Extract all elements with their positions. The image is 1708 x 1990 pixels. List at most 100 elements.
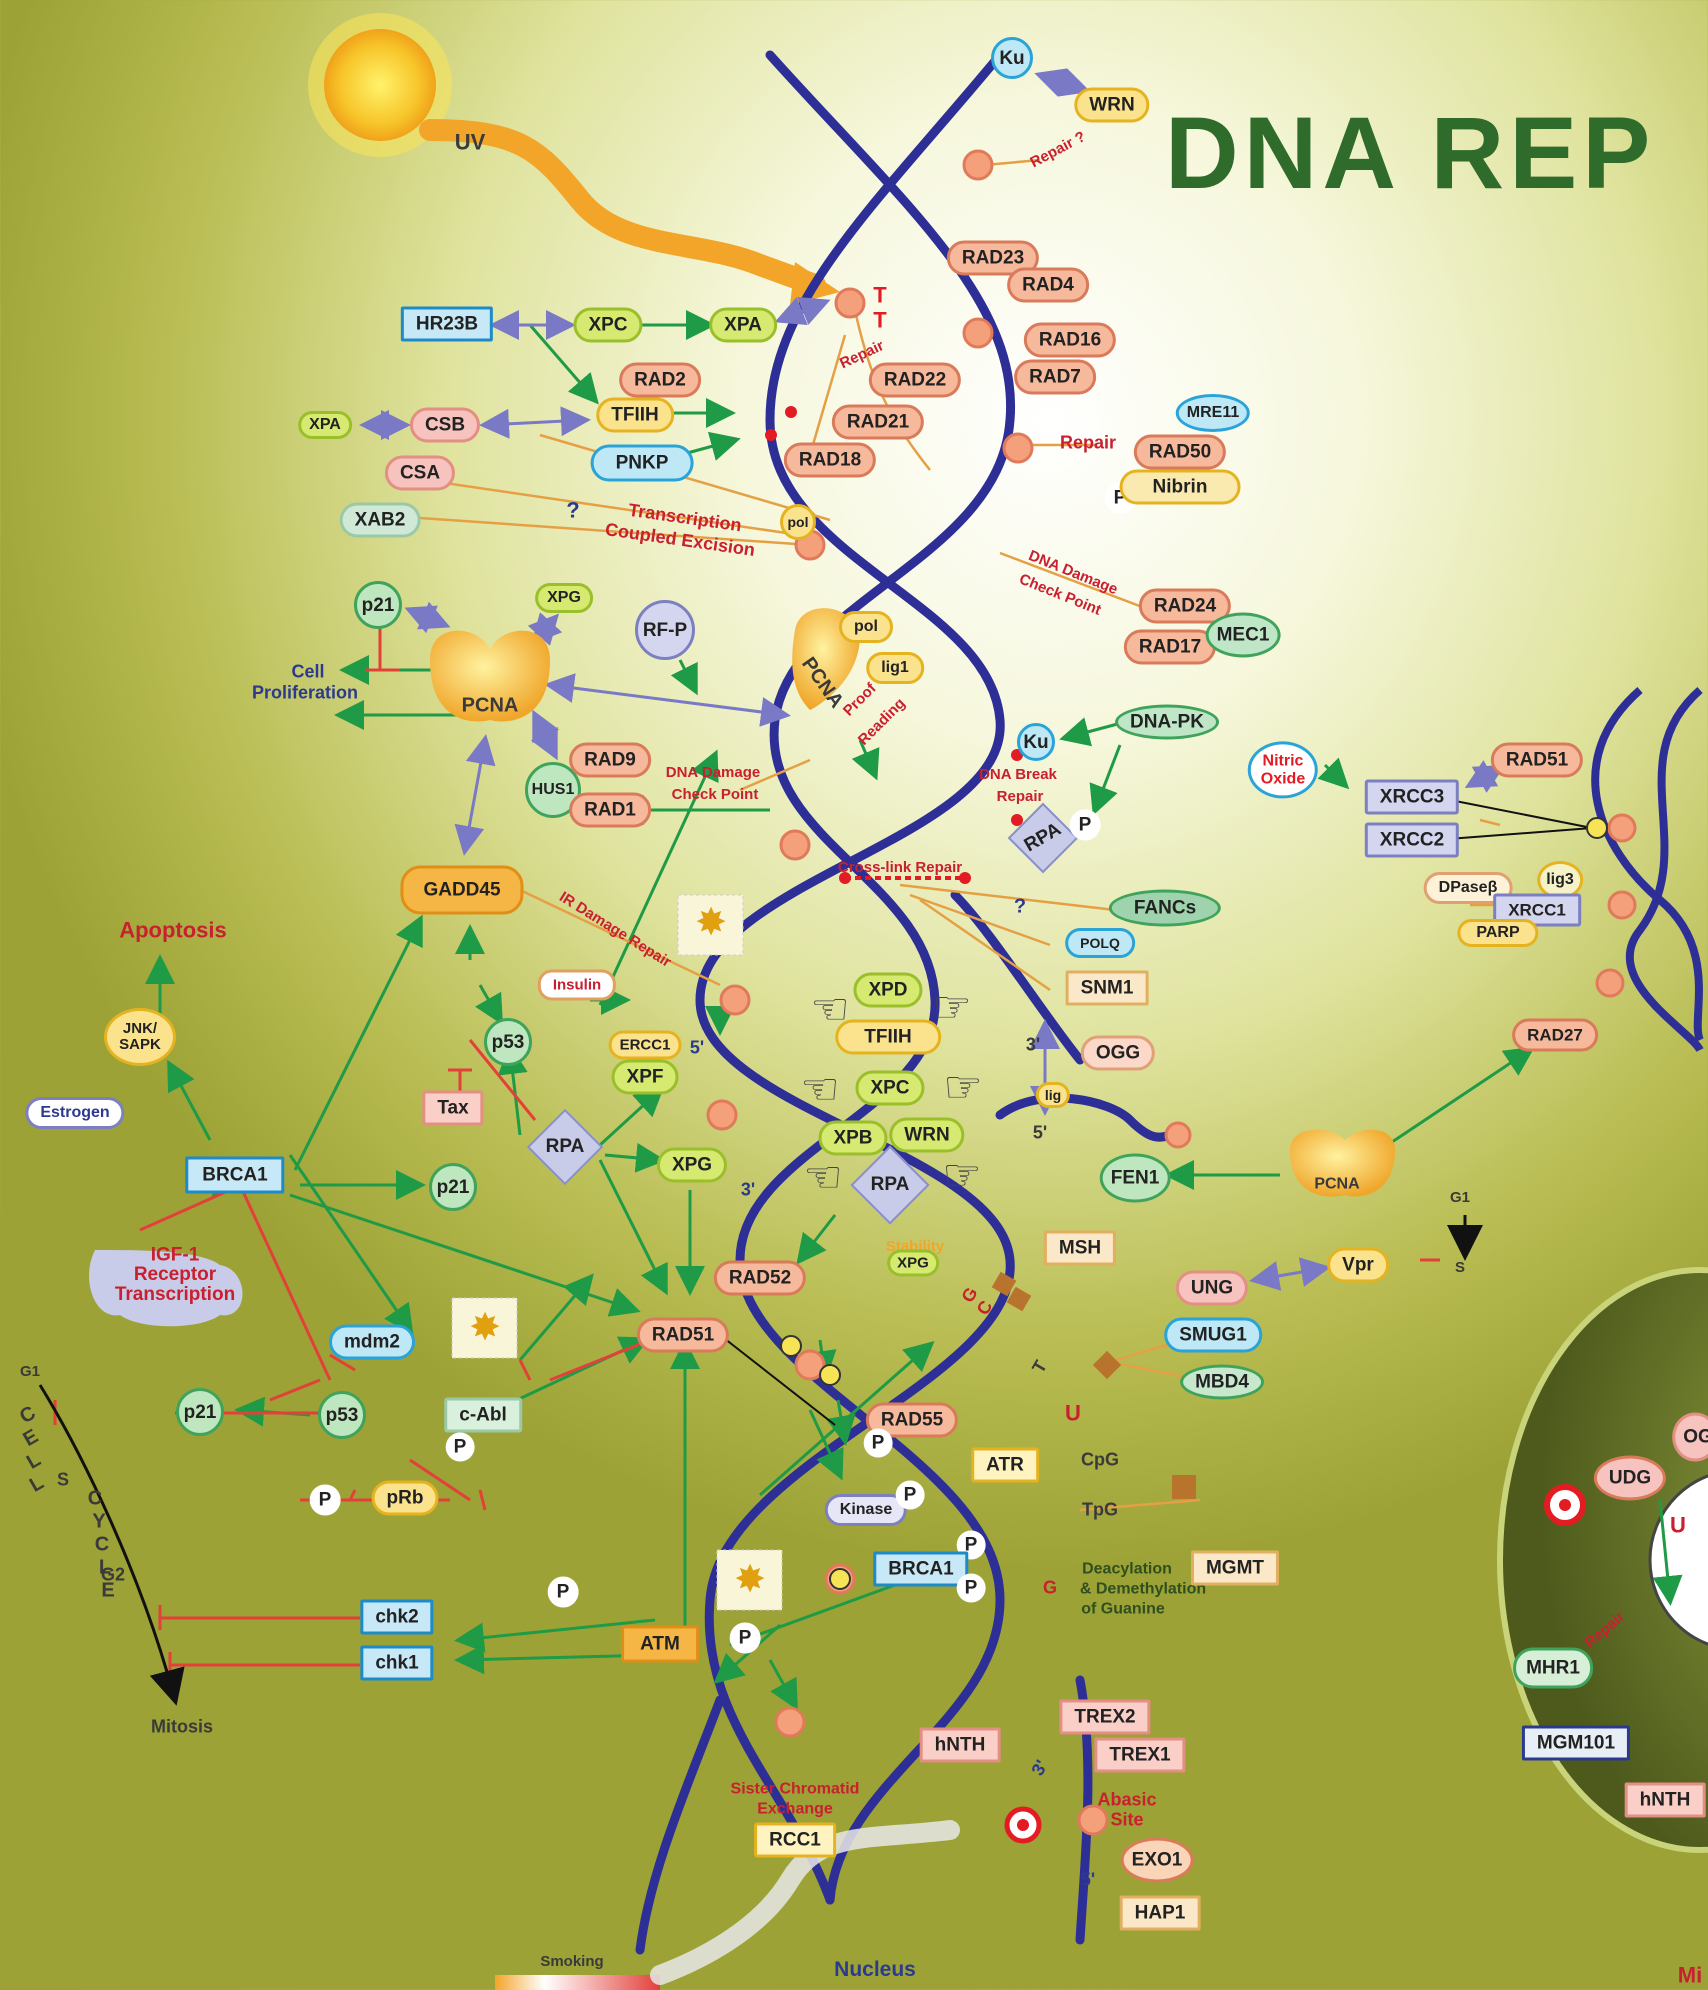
mhr1-node[interactable]: MHR1 — [1513, 1647, 1593, 1689]
p53-node-low[interactable]: p53 — [318, 1391, 366, 1439]
p-atm: P — [547, 1576, 579, 1608]
xpc-node-mid[interactable]: XPC — [855, 1070, 925, 1106]
mec1-node[interactable]: MEC1 — [1205, 612, 1281, 658]
rad51-node-right[interactable]: RAD51 — [1490, 742, 1584, 778]
pol-node-top[interactable]: pol — [780, 504, 816, 540]
mitosis-label: Mitosis — [150, 1716, 214, 1737]
chk1-node[interactable]: chk1 — [360, 1645, 434, 1681]
rad22-node[interactable]: RAD22 — [868, 362, 962, 398]
brca1-node[interactable]: BRCA1 — [185, 1156, 285, 1194]
fancs-node[interactable]: FANCs — [1108, 889, 1222, 927]
chk2-node[interactable]: chk2 — [360, 1599, 434, 1635]
atr-node[interactable]: ATR — [971, 1447, 1039, 1483]
msh-node[interactable]: MSH — [1043, 1230, 1117, 1266]
mre11-node[interactable]: MRE11 — [1175, 394, 1251, 432]
tax-node[interactable]: Tax — [422, 1090, 484, 1126]
rad55-node[interactable]: RAD55 — [865, 1402, 959, 1438]
polq-node[interactable]: POLQ — [1065, 928, 1135, 958]
gadd45-node[interactable]: GADD45 — [400, 865, 524, 915]
xpg-node-mid[interactable]: XPG — [656, 1147, 728, 1183]
csa-node[interactable]: CSA — [384, 455, 456, 491]
mdm2-node[interactable]: mdm2 — [329, 1324, 415, 1360]
p53-node-top[interactable]: p53 — [484, 1018, 532, 1066]
xrcc3-node[interactable]: XRCC3 — [1364, 779, 1460, 815]
wrn-node-top[interactable]: WRN — [1074, 87, 1150, 123]
lig1-node[interactable]: lig1 — [866, 652, 924, 684]
ku-node-top[interactable]: Ku — [991, 37, 1033, 79]
pol-node-mid[interactable]: pol — [839, 611, 893, 643]
ercc1-node[interactable]: ERCC1 — [608, 1030, 682, 1060]
ung-node[interactable]: UNG — [1175, 1270, 1249, 1306]
rad1-node[interactable]: RAD1 — [569, 792, 651, 828]
rad17-node[interactable]: RAD17 — [1123, 629, 1217, 665]
mgmt-node[interactable]: MGMT — [1190, 1550, 1280, 1586]
rad50-node[interactable]: RAD50 — [1133, 434, 1227, 470]
kinase-node[interactable]: Kinase — [824, 1494, 908, 1526]
xpa-node-top[interactable]: XPA — [709, 307, 777, 343]
lig-node[interactable]: lig — [1035, 1082, 1071, 1108]
fen1-node[interactable]: FEN1 — [1099, 1153, 1171, 1203]
rad52-node[interactable]: RAD52 — [713, 1260, 807, 1296]
rad7-node[interactable]: RAD7 — [1014, 359, 1096, 395]
hnth-node-right[interactable]: hNTH — [1624, 1782, 1706, 1818]
xrcc2-node[interactable]: XRCC2 — [1364, 822, 1460, 858]
xpc-node-top[interactable]: XPC — [573, 307, 643, 343]
insulin-node[interactable]: Insulin — [537, 969, 617, 1001]
exo1-node[interactable]: EXO1 — [1120, 1837, 1194, 1883]
smug1-node[interactable]: SMUG1 — [1164, 1317, 1262, 1353]
p21-node-top[interactable]: p21 — [354, 581, 402, 629]
ku-node-mid[interactable]: Ku — [1017, 723, 1055, 761]
xpf-node[interactable]: XPF — [611, 1059, 679, 1095]
hnth-node-mid[interactable]: hNTH — [919, 1727, 1001, 1763]
rad9-node[interactable]: RAD9 — [569, 742, 651, 778]
sister-chromatid-label: Sister Chromatid — [730, 1780, 860, 1798]
rcc1-node[interactable]: RCC1 — [754, 1822, 836, 1858]
p21-node-low[interactable]: p21 — [176, 1388, 224, 1436]
rad24-node[interactable]: RAD24 — [1138, 588, 1232, 624]
rad27-node[interactable]: RAD27 — [1512, 1018, 1598, 1052]
udg-node[interactable]: UDG — [1593, 1455, 1667, 1501]
hus1-node[interactable]: HUS1 — [525, 762, 581, 818]
trex1-node[interactable]: TREX1 — [1094, 1737, 1186, 1773]
trex2-node[interactable]: TREX2 — [1059, 1699, 1151, 1735]
prb-node[interactable]: pRb — [371, 1480, 439, 1516]
cabl-node[interactable]: c-Abl — [444, 1397, 522, 1433]
rad18-node[interactable]: RAD18 — [783, 442, 877, 478]
pnkp-node[interactable]: PNKP — [590, 444, 694, 482]
mbd4-node[interactable]: MBD4 — [1180, 1364, 1264, 1400]
og-node[interactable]: OG — [1672, 1412, 1708, 1462]
dnapk-node[interactable]: DNA-PK — [1115, 704, 1219, 740]
xpd-node[interactable]: XPD — [853, 972, 923, 1008]
hr23b-node[interactable]: HR23B — [400, 306, 494, 342]
atm-node[interactable]: ATM — [621, 1625, 699, 1663]
parp-node[interactable]: PARP — [1457, 919, 1539, 947]
vpr-node[interactable]: Vpr — [1327, 1247, 1389, 1283]
csb-node[interactable]: CSB — [409, 407, 481, 443]
rad4-node[interactable]: RAD4 — [1007, 267, 1089, 303]
g2-label: G2 — [100, 1564, 126, 1585]
mgm101-node[interactable]: MGM101 — [1521, 1725, 1631, 1761]
xpb-node[interactable]: XPB — [818, 1120, 888, 1156]
rfp-node[interactable]: RF-P — [635, 600, 695, 660]
xpg-node-top[interactable]: XPG — [535, 583, 593, 613]
xrcc1-node[interactable]: XRCC1 — [1493, 893, 1581, 927]
rad21-node[interactable]: RAD21 — [831, 404, 925, 440]
xpa-node-left[interactable]: XPA — [298, 411, 352, 439]
brca1-node-low[interactable]: BRCA1 — [873, 1551, 969, 1587]
xpg-stability-node[interactable]: XPG — [887, 1249, 939, 1277]
p21-node-mid[interactable]: p21 — [429, 1163, 477, 1211]
tfiih-node-mid[interactable]: TFIIH — [835, 1019, 941, 1055]
estrogen-node[interactable]: Estrogen — [25, 1097, 125, 1129]
rad2-node[interactable]: RAD2 — [619, 362, 701, 398]
tfiih-node-top[interactable]: TFIIH — [596, 397, 674, 433]
wrn-node-mid[interactable]: WRN — [889, 1117, 965, 1153]
ogg-node[interactable]: OGG — [1080, 1035, 1156, 1071]
hap1-node[interactable]: HAP1 — [1119, 1895, 1201, 1931]
rad16-node[interactable]: RAD16 — [1023, 322, 1117, 358]
xab2-node[interactable]: XAB2 — [339, 502, 421, 538]
svg-text:✸: ✸ — [469, 1307, 501, 1349]
damage-star-icon: ✸ — [677, 894, 744, 956]
rad51-node-mid[interactable]: RAD51 — [636, 1317, 730, 1353]
nibrin-node[interactable]: Nibrin — [1119, 469, 1241, 505]
snm1-node[interactable]: SNM1 — [1065, 970, 1149, 1006]
